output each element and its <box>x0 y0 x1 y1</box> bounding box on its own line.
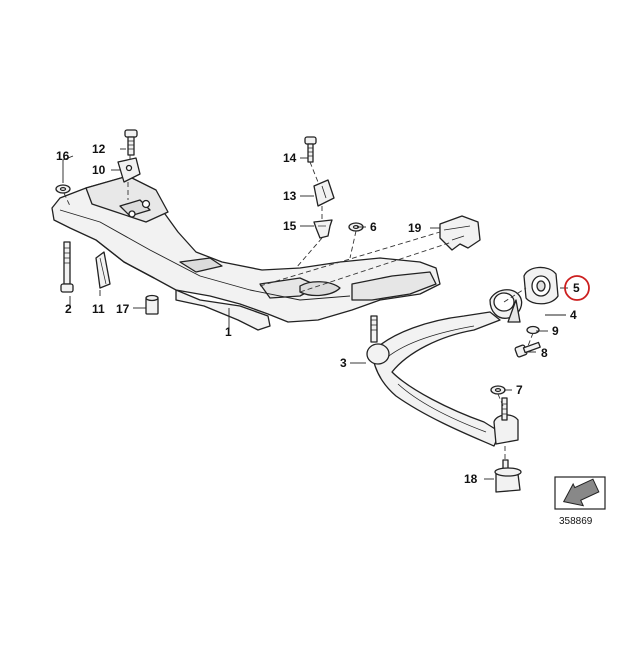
control-arm-4-part <box>371 289 523 447</box>
bracket-19-part <box>439 215 481 251</box>
reference-number: 358869 <box>559 516 593 527</box>
leader-lines <box>62 148 568 480</box>
callout-4: 4 <box>570 308 577 322</box>
ball-joint-3-part <box>366 315 390 365</box>
rubber-mount-11-part <box>95 251 111 289</box>
bolt-2-part <box>60 241 74 293</box>
axle-carrier-part <box>51 175 441 331</box>
callout-14: 14 <box>283 151 297 165</box>
washer-9-part <box>526 325 540 335</box>
callout-5: 5 <box>573 281 580 295</box>
assembly-lines <box>63 155 534 460</box>
screw-12-part <box>124 129 138 156</box>
callout-1: 1 <box>225 325 232 339</box>
callout-labels: 16 12 10 2 11 17 1 14 13 15 6 19 3 4 9 8… <box>56 142 577 486</box>
callout-7: 7 <box>516 383 523 397</box>
bushing-5-part <box>523 266 559 305</box>
clip-15-part <box>313 219 333 239</box>
callout-8: 8 <box>541 346 548 360</box>
screw-14-part <box>304 136 317 163</box>
callout-11: 11 <box>92 302 105 316</box>
ball-joint-18-part <box>493 397 522 493</box>
nut-7-part <box>490 385 506 395</box>
highlight-ring <box>564 275 590 301</box>
callout-13: 13 <box>283 189 297 203</box>
highlighted-callout-5[interactable]: 5 <box>564 275 590 301</box>
callout-16: 16 <box>56 149 70 163</box>
callout-15: 15 <box>283 219 297 233</box>
callout-19: 19 <box>408 221 422 235</box>
callout-2: 2 <box>65 302 72 316</box>
callout-17: 17 <box>116 302 130 316</box>
callout-18: 18 <box>464 472 478 486</box>
bracket-10-part <box>117 157 141 183</box>
callout-10: 10 <box>92 163 106 177</box>
callout-12: 12 <box>92 142 106 156</box>
arrow-down-left-icon <box>554 476 606 510</box>
callout-9: 9 <box>552 324 559 338</box>
nut-16-part <box>55 184 71 194</box>
callout-6: 6 <box>370 220 377 234</box>
sleeve-17-part <box>145 294 159 315</box>
callout-3: 3 <box>340 356 347 370</box>
bracket-13-part <box>313 179 335 207</box>
bolt-8-part <box>514 341 541 358</box>
